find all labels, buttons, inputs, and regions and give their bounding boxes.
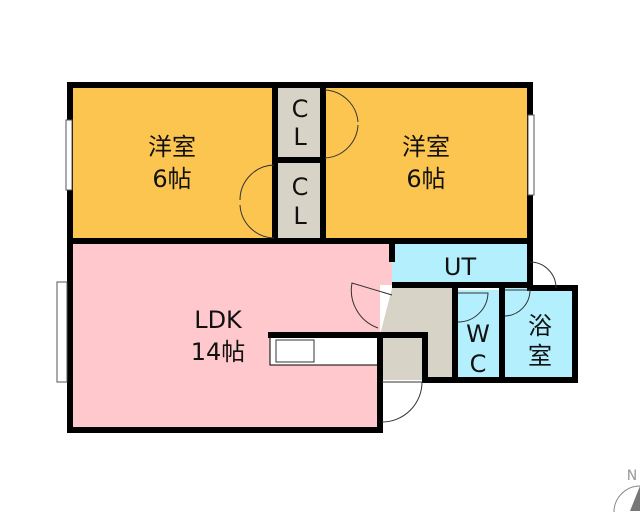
sink bbox=[275, 339, 315, 363]
door-swings bbox=[239, 89, 557, 423]
closet-upper bbox=[278, 88, 322, 158]
closet-lower-c: C bbox=[292, 173, 309, 201]
ldk-size: 14帖 bbox=[191, 338, 246, 366]
bath-line2: 室 bbox=[528, 342, 552, 370]
compass-north-label: N bbox=[627, 468, 637, 484]
western-room-right bbox=[323, 85, 530, 241]
toilet-w: W bbox=[466, 320, 490, 348]
western-right-size: 6帖 bbox=[406, 165, 445, 193]
compass-icon: N bbox=[613, 468, 640, 512]
toilet-c: C bbox=[470, 350, 487, 378]
closet-lower-l: L bbox=[293, 202, 307, 230]
ldk-name: LDK bbox=[194, 306, 243, 334]
toilet-room bbox=[457, 290, 501, 380]
ldk-room bbox=[70, 241, 392, 430]
closet-lower bbox=[278, 163, 322, 238]
utility-room bbox=[392, 244, 528, 285]
bath-line1: 浴 bbox=[528, 312, 552, 340]
windows bbox=[56, 114, 535, 383]
utility-name: UT bbox=[444, 253, 477, 281]
western-right-name: 洋室 bbox=[402, 133, 450, 161]
western-left-size: 6帖 bbox=[152, 165, 191, 193]
closet-upper-l: L bbox=[293, 123, 307, 151]
closet-upper-c: C bbox=[292, 95, 309, 123]
western-room-left bbox=[70, 85, 276, 241]
western-left-name: 洋室 bbox=[148, 133, 196, 161]
bath-room bbox=[505, 288, 574, 380]
